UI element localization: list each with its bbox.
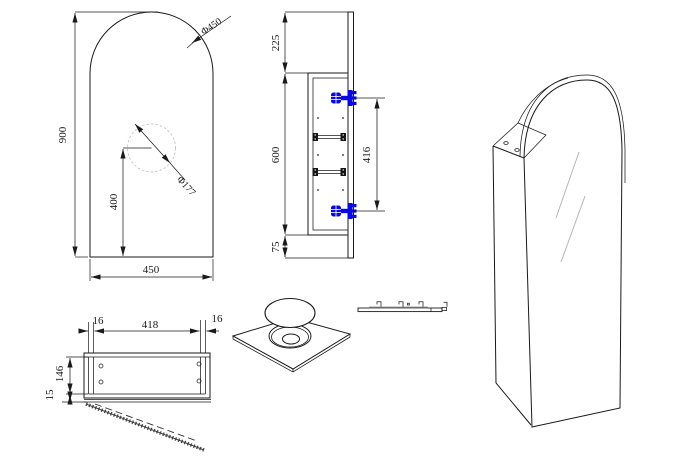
carcass-outer xyxy=(307,72,348,236)
shelf-clip-end xyxy=(443,301,448,307)
shelf-clip-1 xyxy=(376,301,382,307)
door-open-swing xyxy=(85,402,205,452)
shelf-support-upper xyxy=(312,133,346,141)
side-panel-3d xyxy=(492,145,532,426)
dim-label-internal-width: 418 xyxy=(142,319,159,331)
shelf-pin-holes xyxy=(317,117,344,191)
shelf-clip-3 xyxy=(418,301,424,307)
dim-hole-height-400: 400 xyxy=(108,147,152,256)
dim-label-width: 450 xyxy=(143,264,160,276)
dim-hinge-spacing-416: 416 xyxy=(354,97,385,212)
hinge-top xyxy=(331,90,357,106)
mount-hole-1 xyxy=(503,141,509,145)
isometric-view xyxy=(492,74,626,428)
dim-plan-depth: 146 15 xyxy=(44,356,88,405)
dim-plan-widths: 16 418 16 xyxy=(78,313,224,353)
dim-label-arch-diameter: Φ450 xyxy=(199,16,224,38)
dim-label-bottom-overhang: 75 xyxy=(270,241,282,253)
door-section xyxy=(347,11,354,259)
plan-section-view: 16 418 16 146 15 xyxy=(44,313,224,452)
side-section-view: 225 600 75 416 xyxy=(270,11,385,259)
mirror-outline xyxy=(89,11,214,258)
knob-hole xyxy=(282,333,300,345)
shelf-edge-view xyxy=(357,301,448,313)
dim-label-carcass-height: 600 xyxy=(270,146,282,163)
side-panel-top-edge xyxy=(492,145,525,159)
dim-label-top-overhang: 225 xyxy=(270,34,282,51)
top-face-3d xyxy=(492,122,547,159)
shelf-support-lower xyxy=(312,168,346,176)
dim-label-cutout-diameter: Φ177 xyxy=(174,174,197,198)
mirror-reflection-line-1 xyxy=(555,151,580,219)
dim-label-right-wall: 16 xyxy=(212,313,224,325)
dim-label-hole-height: 400 xyxy=(108,193,120,210)
leader-cutout-diameter: Φ177 xyxy=(134,123,197,198)
knob-detail-view xyxy=(231,297,352,373)
shelf-clip-2 xyxy=(398,301,404,307)
mirror-reflection-line-2 xyxy=(560,195,586,263)
leader-arch-diameter: Φ450 xyxy=(186,15,232,49)
carcass-inner xyxy=(312,77,348,231)
cutout-circle xyxy=(127,123,176,173)
dim-label-height: 900 xyxy=(57,126,69,143)
door-edge-outer xyxy=(519,74,626,183)
shelf-mark xyxy=(407,302,410,306)
dim-label-door-thickness: 15 xyxy=(44,389,56,401)
dim-stack-left: 225 600 75 xyxy=(270,11,353,259)
knob-cap xyxy=(264,297,316,329)
dim-label-depth: 146 xyxy=(54,365,66,382)
dim-height-900: 900 xyxy=(57,11,158,258)
dim-width-450: 450 xyxy=(89,259,214,281)
shelf-glass-band xyxy=(369,306,428,309)
mount-hole-2 xyxy=(514,148,520,152)
shelf-end-cap xyxy=(441,307,447,311)
back-arch-edge xyxy=(517,77,569,124)
shelf-bar xyxy=(357,307,443,313)
carcass-plan-outline xyxy=(83,352,211,399)
mirror-door-3d xyxy=(523,79,623,428)
dim-label-left-wall: 16 xyxy=(93,315,105,327)
front-view: 900 450 400 Φ450 Φ177 xyxy=(57,11,232,281)
hinge-bottom xyxy=(331,203,357,219)
knob-plate-thickness xyxy=(232,334,351,373)
dim-label-hinge-spacing: 416 xyxy=(361,146,373,163)
